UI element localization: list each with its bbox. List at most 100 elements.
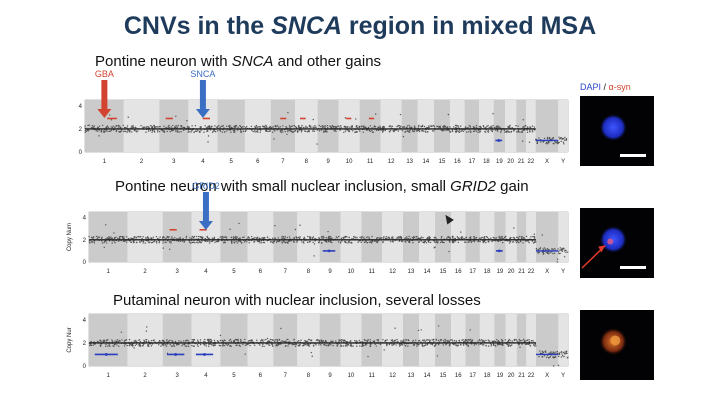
chromosome-band: [479, 314, 495, 366]
chromosome-label: 15: [439, 159, 446, 165]
chromosome-label: 22: [528, 269, 535, 275]
chromosome-label: 19: [497, 373, 504, 379]
y-tick-label: 4: [83, 318, 87, 324]
chromosome-label: 9: [328, 373, 332, 379]
title-prefix: CNVs in the: [123, 12, 272, 40]
chromosome-band: [558, 100, 568, 152]
chromosome-band: [338, 100, 360, 152]
chromosome-band: [191, 314, 221, 366]
chromosome-label: 9: [326, 159, 330, 165]
chromosome-band: [464, 100, 480, 152]
chromosome-label: 10: [348, 269, 355, 275]
chromosome-label: 2: [140, 159, 144, 165]
chromosome-label: 21: [518, 159, 525, 165]
chromosome-label: 19: [497, 269, 504, 275]
chromosome-band: [191, 212, 221, 262]
chromosome-band: [505, 314, 517, 366]
chromosome-label: 17: [469, 159, 476, 165]
cnv-loss-point: [104, 353, 108, 356]
panel-1-title: Pontine neuron with SNCA and other gains: [95, 53, 381, 70]
chromosome-band: [558, 314, 568, 366]
chromosome-label: 19: [496, 159, 503, 165]
panel-1-title-pre: Pontine neuron with: [95, 53, 232, 70]
panel-1-title-gene: SNCA: [231, 53, 274, 70]
chromosome-label: 10: [348, 373, 355, 379]
chromosome-label: Y: [561, 373, 565, 379]
chromosome-band: [435, 212, 452, 262]
chromosome-label: 8: [307, 373, 311, 379]
microscopy-legend: DAPI / α-syn: [580, 82, 631, 92]
chromosome-band: [402, 314, 420, 366]
chromosome-label: 3: [175, 373, 179, 379]
y-tick-label: 4: [79, 104, 83, 110]
chromosome-band: [526, 314, 536, 366]
chromosome-band: [435, 314, 452, 366]
cell-nucleus: [599, 113, 628, 142]
chromosome-label: 8: [305, 159, 309, 165]
panel-3-title-pre: Putaminal neuron with nuclear inclusion,…: [113, 292, 481, 309]
chromosome-band: [340, 314, 362, 366]
chromosome-label: 12: [389, 269, 396, 275]
chromosome-label: 3: [172, 159, 176, 165]
chromosome-label: 17: [469, 373, 476, 379]
chromosome-label: 22: [528, 373, 535, 379]
microscopy-image-panel-1: [580, 96, 654, 166]
y-axis-label: Copy Nur: [67, 327, 73, 352]
chromosome-band: [505, 100, 517, 152]
cnv-loss-point: [497, 249, 501, 253]
chromosome-label: Y: [561, 159, 565, 165]
chromosome-band: [516, 100, 526, 152]
y-tick-label: 0: [83, 364, 87, 370]
chromosome-label: 1: [103, 159, 107, 165]
chromosome-label: 9: [328, 269, 332, 275]
chromosome-label: 18: [484, 269, 491, 275]
scale-bar: [620, 154, 646, 157]
legend-dapi: DAPI: [580, 82, 602, 92]
chromosome-band: [451, 314, 466, 366]
y-tick-label: 4: [83, 216, 87, 222]
chromosome-label: 1: [107, 269, 111, 275]
chromosome-label: 17: [469, 269, 476, 275]
cell-nucleus: [599, 225, 628, 254]
y-tick-label: 0: [79, 150, 83, 156]
chromosome-label: 7: [281, 159, 285, 165]
cnv-loss-point: [327, 249, 331, 253]
chromosome-label: 5: [232, 269, 236, 275]
chromosome-label: X: [545, 159, 549, 165]
chromosome-label: 20: [508, 373, 515, 379]
y-tick-label: 0: [83, 260, 87, 266]
y-tick-label: 2: [79, 127, 83, 133]
chromosome-band: [494, 212, 506, 262]
chromosome-label: 7: [284, 269, 288, 275]
chromosome-band: [417, 100, 434, 152]
panel-2-title-gene: GRID2: [450, 178, 497, 195]
chromosome-band: [361, 314, 383, 366]
chromosome-label: 2: [143, 269, 147, 275]
chromosome-label: 6: [259, 373, 263, 379]
panel-3-title: Putaminal neuron with nuclear inclusion,…: [113, 292, 481, 309]
chromosome-label: 13: [408, 269, 415, 275]
cnv-loss-point: [203, 353, 206, 356]
chromosome-band: [319, 314, 341, 366]
chromosome-band: [526, 100, 536, 152]
chromosome-band: [127, 212, 163, 262]
chromosome-label: 8: [307, 269, 311, 275]
legend-asyn: α-syn: [608, 82, 631, 92]
chromosome-label: 4: [204, 373, 208, 379]
inclusion-pointer-head: [598, 245, 606, 253]
chromosome-label: 14: [423, 159, 430, 165]
chromosome-band: [535, 100, 559, 152]
title-suffix: region in mixed MSA: [341, 12, 597, 40]
chromosome-label: 20: [508, 269, 515, 275]
annotation-label: GBA: [95, 69, 114, 79]
cnv-loss-point: [497, 139, 501, 142]
chromosome-label: 4: [201, 159, 205, 165]
chromosome-label: 11: [369, 269, 376, 275]
chromosome-band: [401, 100, 418, 152]
chromosome-label: 10: [346, 159, 353, 165]
y-axis-label: Copy Num: [67, 223, 73, 251]
chromosome-band: [535, 314, 559, 366]
panel-1-title-post: and other gains: [273, 53, 382, 70]
chromosome-label: 16: [455, 269, 462, 275]
